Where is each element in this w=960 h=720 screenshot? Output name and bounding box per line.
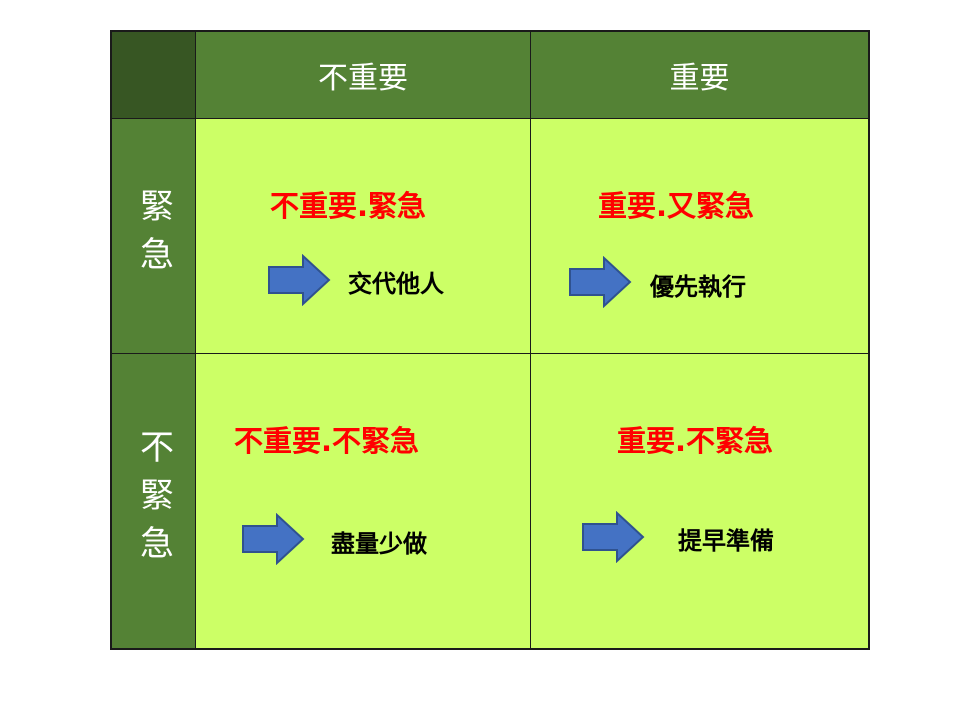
row-header-not-urgent: 不緊急 bbox=[112, 354, 196, 648]
quadrant-title: 不重要.緊急 bbox=[270, 189, 427, 223]
right-arrow-icon bbox=[569, 256, 632, 308]
col-header-not-important: 不重要 bbox=[196, 32, 531, 119]
quadrant-not-urgent-not-important: 不重要.不緊急 盡量少做 bbox=[196, 354, 531, 648]
right-arrow-icon bbox=[582, 511, 645, 563]
priority-matrix: 不重要 重要 緊急 不緊急 不重要.緊急 交代他人 重要.又緊急 優先執行 不重… bbox=[110, 30, 870, 650]
quadrant-action: 提早準備 bbox=[678, 527, 774, 555]
quadrant-title: 不重要.不緊急 bbox=[234, 424, 420, 458]
corner-cell bbox=[112, 32, 196, 119]
quadrant-urgent-not-important: 不重要.緊急 交代他人 bbox=[196, 119, 531, 354]
right-arrow-icon bbox=[242, 513, 305, 565]
quadrant-urgent-important: 重要.又緊急 優先執行 bbox=[531, 119, 868, 354]
col-header-important: 重要 bbox=[531, 32, 868, 119]
col-header-label: 不重要 bbox=[318, 61, 408, 96]
row-header-label: 緊急 bbox=[133, 188, 174, 284]
quadrant-title: 重要.不緊急 bbox=[617, 424, 774, 458]
col-header-label: 重要 bbox=[669, 61, 730, 96]
quadrant-not-urgent-important: 重要.不緊急 提早準備 bbox=[531, 354, 868, 648]
row-header-urgent: 緊急 bbox=[112, 119, 196, 354]
quadrant-title: 重要.又緊急 bbox=[598, 189, 755, 223]
quadrant-action: 盡量少做 bbox=[331, 530, 427, 558]
quadrant-action: 優先執行 bbox=[650, 273, 746, 301]
row-header-label: 不緊急 bbox=[133, 429, 174, 573]
right-arrow-icon bbox=[268, 254, 331, 306]
quadrant-action: 交代他人 bbox=[348, 270, 444, 298]
